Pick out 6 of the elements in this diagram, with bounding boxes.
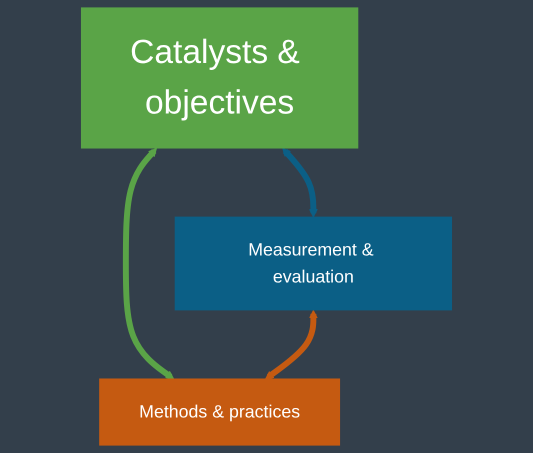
arrow (282, 148, 318, 218)
node-box: Catalysts & objectives (80, 7, 358, 149)
arrow (265, 310, 318, 380)
arrow (122, 148, 174, 380)
node-box: Methods & practices (99, 378, 340, 446)
node-box: Measurement & evaluation (174, 216, 452, 310)
